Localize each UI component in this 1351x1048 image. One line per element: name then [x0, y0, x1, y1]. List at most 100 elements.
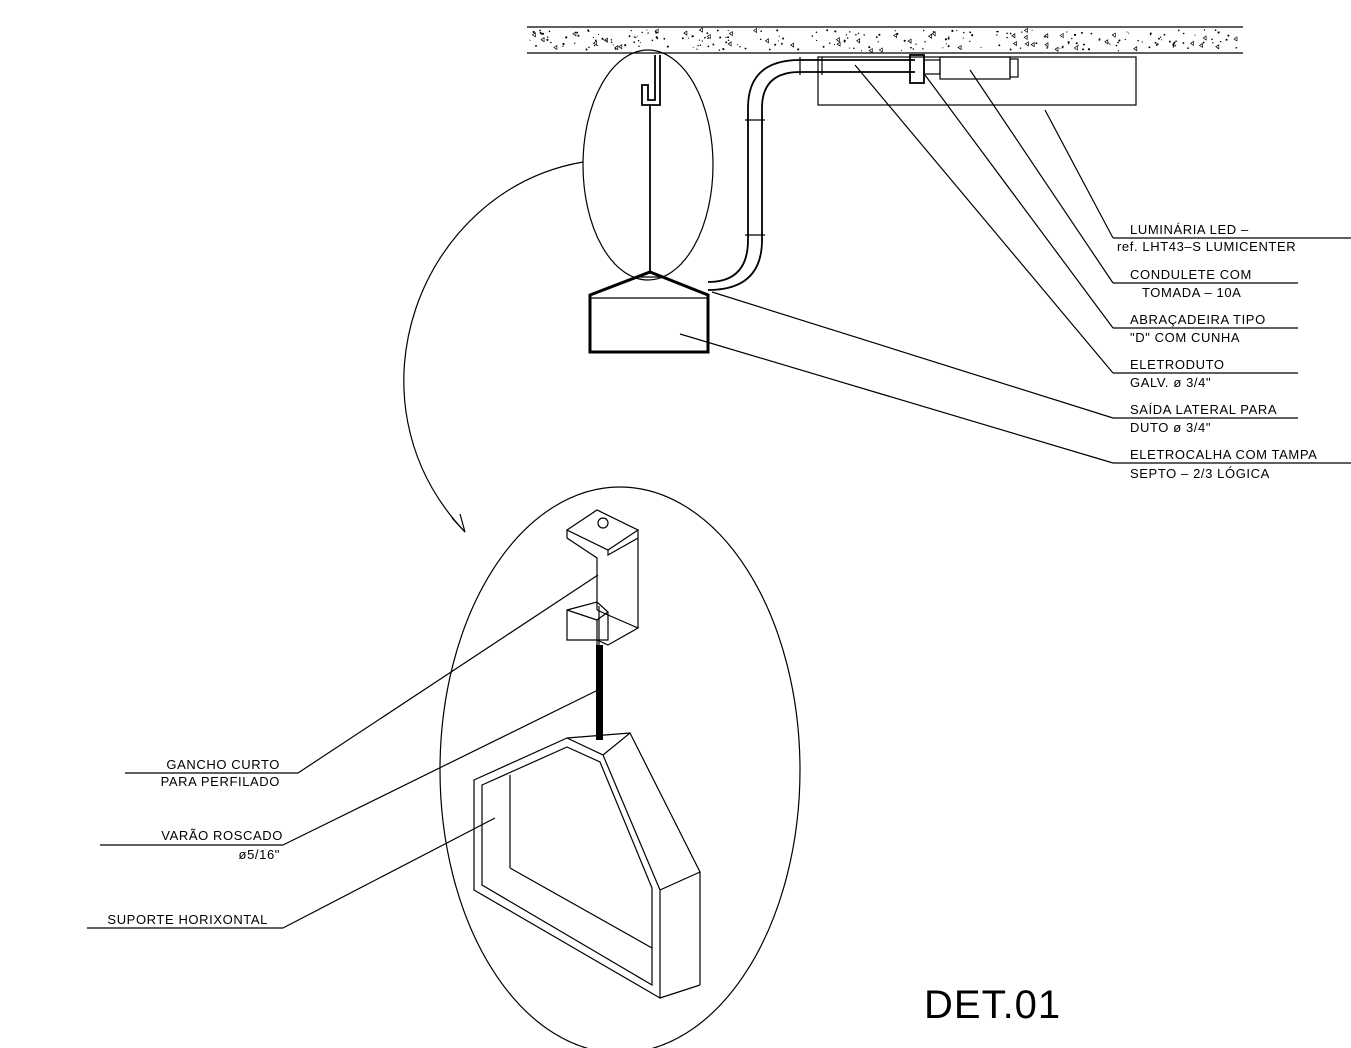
hatch-dot	[848, 47, 850, 49]
hatch-dot	[531, 32, 536, 38]
hatch-dot	[704, 36, 706, 39]
hatch-dot	[797, 48, 800, 51]
hatch-dot	[1023, 34, 1028, 41]
hatch-dot	[636, 35, 638, 37]
hatch-dot	[816, 39, 818, 42]
hatch-dot	[722, 48, 725, 51]
hatch-dot	[585, 48, 588, 51]
hatch-dot	[931, 31, 936, 37]
hatch-dot	[1194, 34, 1196, 36]
hatch-dot	[651, 39, 654, 42]
hatch-dot	[1202, 41, 1205, 44]
hatch-dot	[856, 38, 861, 44]
hatch-dot	[782, 37, 785, 40]
hatch-dot	[948, 36, 950, 38]
hatch-dot	[768, 48, 771, 51]
horizontal-support-iso	[473, 732, 701, 1000]
hatch-dot	[1115, 44, 1118, 47]
hatch-dot	[646, 29, 648, 31]
hatch-dot	[759, 38, 762, 40]
hatch-dot	[944, 38, 947, 41]
hatch-dot	[1011, 33, 1016, 39]
hatch-dot	[774, 43, 777, 46]
hatch-dot	[849, 31, 851, 33]
conduit-run	[707, 57, 915, 291]
hatch-dot	[780, 42, 783, 45]
hatch-dot	[633, 36, 636, 38]
hatch-dot	[594, 39, 597, 42]
hatch-dot	[1187, 47, 1189, 49]
hatch-dot	[834, 30, 837, 33]
hatch-dot	[718, 49, 721, 51]
hatch-dot	[924, 41, 926, 43]
hatch-dot	[707, 37, 709, 40]
hatch-dot	[687, 37, 690, 39]
right-labels: LUMINÁRIA LED – ref. LHT43–S LUMICENTER …	[1117, 222, 1317, 481]
hatch-dot	[1137, 39, 1139, 42]
hatch-dot	[878, 47, 883, 53]
hatch-dot	[562, 42, 565, 46]
hatch-dot	[707, 45, 710, 48]
hatch-dot	[1054, 46, 1059, 52]
hatch-dot	[624, 44, 627, 47]
hatch-dot	[1198, 42, 1203, 49]
hatch-dot	[728, 30, 733, 37]
hatch-dot	[577, 34, 580, 37]
hatch-dot	[529, 39, 531, 41]
hatch-dot	[744, 47, 747, 50]
detail-title: DET.01	[924, 983, 1061, 1027]
hatch-dot	[1111, 32, 1116, 38]
hatch-dot	[868, 46, 871, 49]
hatch-dot	[638, 45, 640, 47]
hatch-dot	[828, 42, 831, 44]
hatch-dot	[877, 41, 879, 43]
hatch-dot	[597, 44, 599, 46]
cable-tray-section	[588, 270, 710, 354]
hatch-dot	[868, 47, 873, 54]
hatch-dot	[1126, 31, 1128, 33]
hatch-dot	[947, 45, 950, 48]
hatch-dot	[727, 41, 732, 47]
hatch-dot	[790, 42, 795, 48]
hatch-dot	[736, 44, 739, 46]
hatch-dot	[922, 29, 925, 32]
hatch-dot	[1104, 39, 1109, 45]
hatch-dot	[637, 40, 640, 42]
hatch-dot	[576, 31, 579, 34]
hatch-dot	[1161, 39, 1163, 41]
label-gancho-line1: GANCHO CURTO	[166, 757, 280, 772]
hatch-dot	[696, 48, 698, 50]
hatch-dot	[969, 31, 972, 34]
label-eletrocalha-line2: SEPTO – 2/3 LÓGICA	[1130, 466, 1270, 481]
hatch-dot	[666, 45, 669, 48]
hatch-dot	[826, 29, 829, 32]
hatch-dot	[1006, 36, 1008, 39]
label-eletrocalha-line1: ELETROCALHA COM TAMPA	[1130, 447, 1317, 462]
hatch-dot	[846, 37, 849, 39]
hatch-dot	[610, 39, 613, 41]
hatch-dot	[698, 27, 703, 33]
zoom-arrow	[403, 161, 584, 533]
hatch-dot	[1019, 47, 1022, 49]
hatch-dot	[1172, 44, 1175, 47]
hatch-dot	[647, 32, 649, 34]
hatch-dot	[633, 41, 636, 44]
hatch-dot	[845, 34, 848, 36]
hatch-dot	[562, 45, 564, 47]
hatch-dot	[716, 29, 719, 32]
hatch-dot	[532, 30, 535, 34]
hatch-dot	[598, 33, 600, 36]
hatch-dot	[777, 40, 780, 42]
hatch-dot	[1163, 33, 1166, 36]
hatch-dot	[996, 30, 999, 33]
hatch-dot	[857, 32, 860, 34]
hatch-dot	[1090, 32, 1093, 35]
left-labels: GANCHO CURTO PARA PERFILADO VARÃO ROSCAD…	[107, 757, 282, 927]
hatch-dot	[612, 44, 614, 46]
hatch-dot	[1160, 36, 1162, 38]
hatch-dot	[764, 38, 769, 44]
hatch-dot	[1168, 40, 1171, 43]
hatch-dot	[663, 37, 666, 40]
hatch-dot	[1059, 47, 1061, 49]
